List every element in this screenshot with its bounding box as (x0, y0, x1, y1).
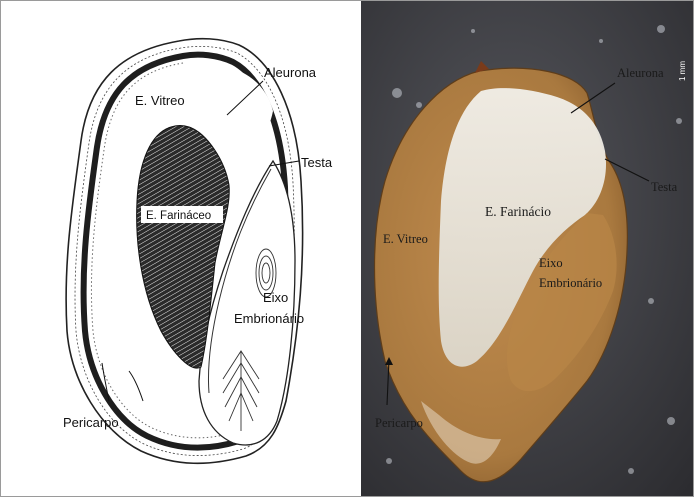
kernel-diagram-panel: Aleurona E. Vitreo Testa E. Farináceo Ei… (1, 1, 361, 496)
label-pericarpo: Pericarpo (63, 415, 119, 430)
photo-label-e-farinacio: E. Farinácio (485, 204, 551, 219)
label-e-farinaceo: E. Farináceo (146, 210, 211, 222)
photo-scale-label: 1 mm (678, 61, 687, 81)
label-eixo: Eixo (263, 290, 288, 305)
label-embrionario: Embrionário (234, 311, 304, 326)
label-aleurona: Aleurona (264, 65, 317, 80)
photo-label-aleurona: Aleurona (617, 66, 664, 80)
label-testa: Testa (301, 155, 333, 170)
photo-label-testa: Testa (651, 180, 678, 194)
photo-label-pericarpo: Pericarpo (375, 416, 423, 430)
photo-label-eixo: Eixo (539, 256, 563, 270)
label-e-vitreo: E. Vitreo (135, 93, 185, 108)
photo-label-embrionario: Embrionário (539, 276, 602, 290)
kernel-diagram: Aleurona E. Vitreo Testa E. Farináceo Ei… (1, 1, 361, 496)
kernel-photo: Aleurona 1 mm Testa E. Farinácio E. Vitr… (361, 1, 693, 496)
kernel-photo-panel: Aleurona 1 mm Testa E. Farinácio E. Vitr… (361, 1, 693, 496)
photo-label-e-vitreo: E. Vitreo (383, 232, 428, 246)
